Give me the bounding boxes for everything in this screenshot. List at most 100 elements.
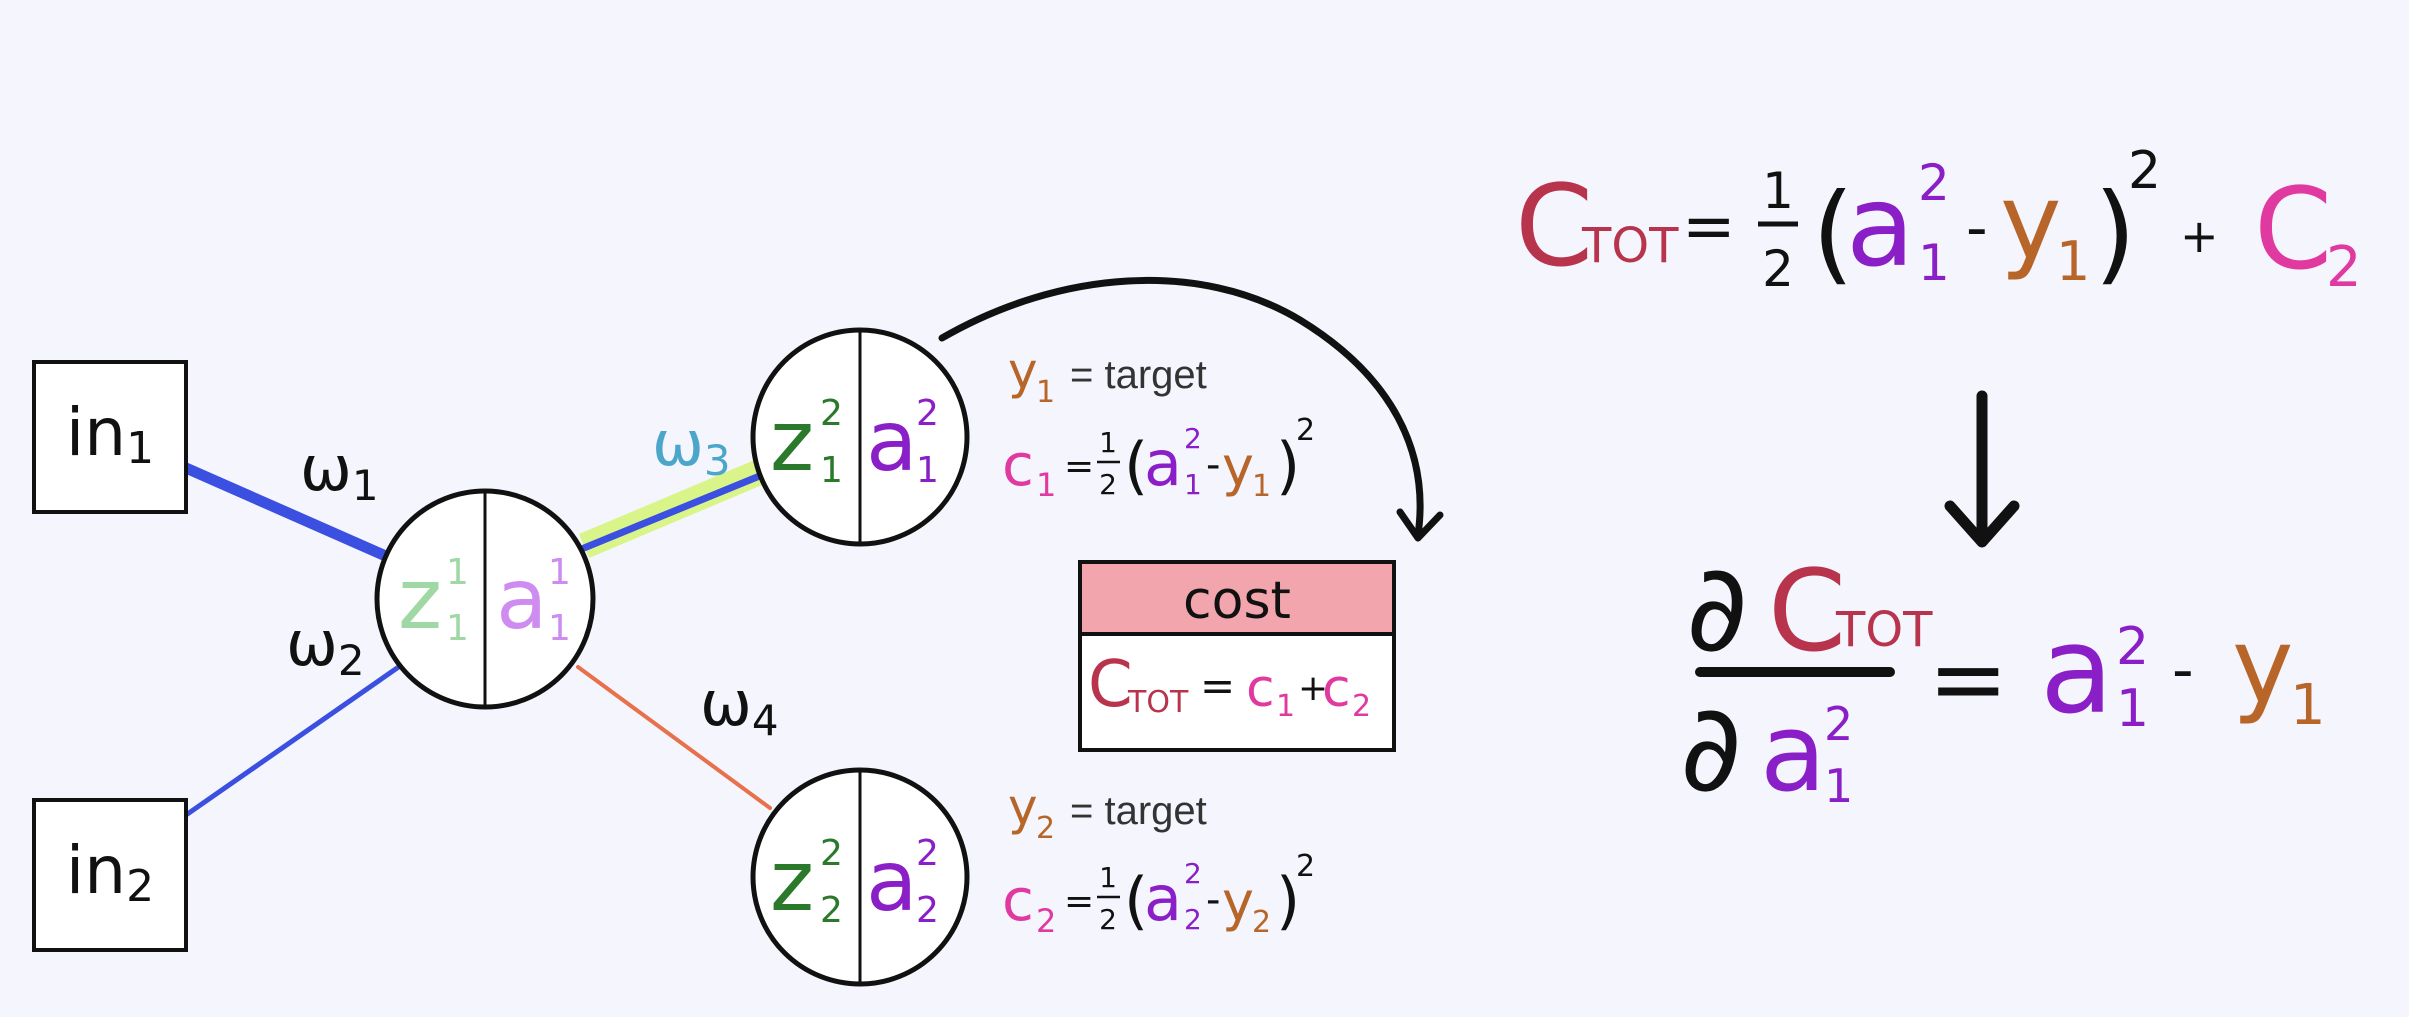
svg-text:-: - (2172, 635, 2194, 705)
svg-text:1: 1 (1762, 162, 1794, 220)
svg-text:2: 2 (1296, 849, 1315, 884)
svg-text:a: a (1144, 427, 1182, 500)
svg-text:2: 2 (916, 890, 939, 931)
svg-text:=: = (1064, 881, 1094, 922)
svg-text:2: 2 (2116, 617, 2149, 677)
svg-text:1: 1 (2290, 673, 2326, 738)
svg-text:2: 2 (1918, 154, 1950, 212)
edge-w4 (576, 665, 772, 810)
svg-text:2: 2 (1184, 422, 1202, 455)
svg-text:2: 2 (1252, 905, 1271, 940)
svg-text:2: 2 (2326, 235, 2362, 300)
svg-text:1: 1 (1036, 375, 1055, 410)
input-node-1: in1 (32, 360, 188, 514)
svg-text:1: 1 (1036, 466, 1056, 504)
svg-text:+: + (1298, 668, 1328, 709)
neuron-output-2: z 2 2 a 2 2 (750, 767, 970, 987)
svg-text:1: 1 (1184, 468, 1202, 501)
equation-total-cost: C TOT = 1 2 ( a 2 1 - y 1 ) 2 + C 2 (1515, 141, 2362, 300)
equation-derivative: ∂ C TOT ∂ a 2 1 = a 2 1 - y 1 (1680, 540, 2326, 819)
svg-text:∂: ∂ (1680, 680, 1742, 819)
svg-text:1: 1 (820, 450, 843, 491)
svg-text:2: 2 (1296, 413, 1315, 448)
svg-text:c: c (1322, 659, 1351, 719)
svg-text:y: y (2000, 161, 2062, 283)
neuron-output-1: z 2 1 a 2 1 (750, 327, 970, 547)
svg-text:TOT: TOT (1127, 685, 1189, 720)
svg-text:TOT: TOT (1581, 218, 1679, 274)
svg-text:2: 2 (1036, 811, 1055, 846)
cost-c2-formula: c 2 = 1 2 ( a 2 2 - y 2 ) 2 (1002, 849, 1315, 940)
svg-text:+: + (2180, 209, 2219, 263)
input-1-label: in (66, 394, 126, 471)
svg-text:1: 1 (548, 552, 571, 593)
svg-text:= target: = target (1070, 789, 1207, 833)
cost-c1-formula: c 1 = 1 2 ( a 2 1 - y 1 ) 2 (1002, 413, 1315, 504)
cost-box: cost C TOT = c 1 + c 2 (1078, 560, 1396, 752)
target-y1: y 1 = target (1008, 342, 1207, 410)
svg-text:2: 2 (1099, 468, 1117, 501)
svg-text:∂: ∂ (1686, 540, 1748, 679)
svg-text:y: y (1222, 435, 1254, 498)
input-1-sub: 1 (126, 423, 154, 474)
svg-text:c: c (1246, 659, 1275, 719)
svg-text:1: 1 (446, 608, 469, 649)
svg-text:2: 2 (1352, 689, 1371, 724)
svg-text:c: c (1002, 431, 1034, 499)
out1-a: a (866, 392, 917, 490)
svg-text:2: 2 (1184, 857, 1202, 890)
svg-text:c: c (1002, 866, 1034, 934)
svg-text:2: 2 (2128, 141, 2161, 201)
svg-text:y: y (1008, 778, 1038, 836)
svg-text:): ) (1276, 864, 1300, 937)
edge-w3 (580, 471, 766, 552)
svg-text:1: 1 (548, 608, 571, 649)
svg-text:1: 1 (2056, 230, 2090, 293)
svg-text:=: = (1928, 623, 2008, 735)
edge-w2 (183, 663, 403, 818)
svg-text:): ) (2094, 171, 2136, 296)
svg-text:=: = (1064, 446, 1094, 487)
hidden-z: z (398, 550, 442, 648)
svg-text:2: 2 (820, 833, 843, 874)
down-arrow (1944, 390, 2020, 548)
curved-arrow (938, 276, 1444, 542)
input-node-2: in2 (32, 798, 188, 952)
svg-text:C: C (2254, 165, 2332, 295)
svg-text:2: 2 (1762, 240, 1794, 298)
cost-box-title: cost (1183, 571, 1291, 631)
svg-text:-: - (1206, 442, 1220, 488)
svg-text:-: - (1966, 193, 1988, 263)
svg-text:=: = (1200, 661, 1235, 710)
neuron-hidden: z 1 1 a 1 1 (374, 488, 596, 710)
svg-text:(: ( (1124, 864, 1148, 937)
svg-text:y: y (1222, 870, 1254, 933)
svg-text:2: 2 (1036, 902, 1056, 940)
svg-text:1: 1 (916, 450, 939, 491)
input-2-label: in (66, 832, 126, 909)
svg-text:in2: in2 (66, 832, 154, 912)
svg-text:): ) (1276, 429, 1300, 502)
weight-label-w2: ω2 (286, 607, 365, 685)
svg-text:1: 1 (1918, 234, 1950, 292)
svg-text:2: 2 (1184, 903, 1202, 936)
svg-text:2: 2 (820, 393, 843, 434)
svg-text:2: 2 (916, 393, 939, 434)
svg-text:a: a (1846, 162, 1915, 292)
svg-text:= target: = target (1070, 353, 1207, 397)
svg-text:1: 1 (1252, 469, 1271, 504)
svg-text:C: C (1768, 547, 1846, 677)
svg-text:C: C (1515, 162, 1593, 292)
weight-label-w4: ω4 (700, 667, 779, 745)
svg-text:y: y (2232, 605, 2294, 727)
hidden-a: a (496, 550, 547, 648)
svg-text:a: a (2040, 602, 2114, 741)
svg-text:=: = (1682, 190, 1736, 264)
svg-text:y: y (1008, 342, 1038, 400)
edge-w1 (180, 462, 394, 563)
svg-text:1: 1 (446, 552, 469, 593)
svg-text:2: 2 (916, 833, 939, 874)
input-2-sub: 2 (126, 861, 154, 912)
svg-text:1: 1 (1099, 861, 1117, 894)
